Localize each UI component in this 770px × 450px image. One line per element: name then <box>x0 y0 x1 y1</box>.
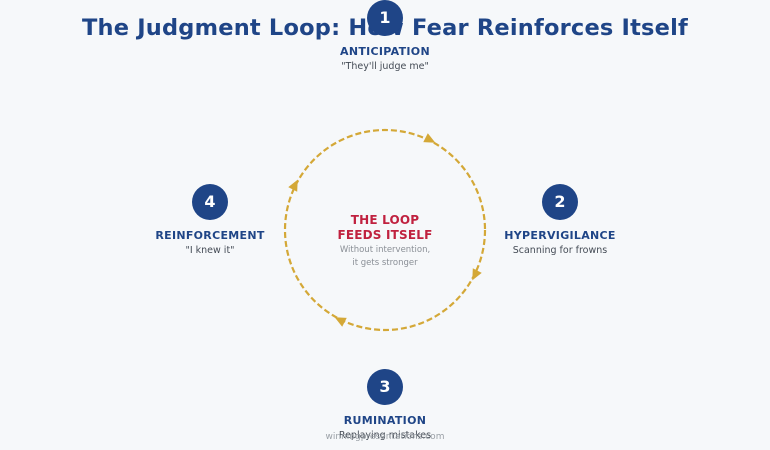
step-title: ANTICIPATION <box>340 45 430 58</box>
center-sub-line1: Without intervention, <box>339 245 431 255</box>
loop-arrow-bottom-right <box>472 268 482 281</box>
footer-watermark: winningpresentations.com <box>325 432 445 442</box>
step-hypervigilance: 2 HYPERVIGILANCE Scanning for frowns <box>440 184 680 256</box>
step-anticipation: 1 ANTICIPATION "They'll judge me" <box>265 0 505 72</box>
step-subtitle: "They'll judge me" <box>341 61 429 72</box>
center-title-line1: THE LOOP <box>350 213 420 227</box>
loop-center-label: THE LOOP FEEDS ITSELF Without interventi… <box>285 213 485 269</box>
center-title-line2: FEEDS ITSELF <box>337 228 433 242</box>
step-number-badge: 1 <box>367 0 403 36</box>
step-subtitle: Replaying mistakes <box>338 430 432 441</box>
step-number-badge: 2 <box>542 184 578 220</box>
step-subtitle: Scanning for frowns <box>512 245 608 256</box>
step-title: HYPERVIGILANCE <box>504 229 616 242</box>
step-number-badge: 4 <box>192 184 228 220</box>
step-subtitle: "I knew it" <box>185 245 235 256</box>
step-title: REINFORCEMENT <box>155 229 265 242</box>
step-reinforcement: 4 REINFORCEMENT "I knew it" <box>90 184 330 256</box>
step-number-badge: 3 <box>367 369 403 405</box>
loop-arrow-bottom-left <box>334 317 347 327</box>
loop-arrow-top-right <box>423 133 436 143</box>
loop-arrow-top-left <box>288 179 298 192</box>
loop-ring <box>283 128 487 332</box>
step-rumination: 3 RUMINATION Replaying mistakes <box>265 369 505 441</box>
step-title: RUMINATION <box>343 414 427 427</box>
center-sub-line2: it gets stronger <box>352 258 418 268</box>
